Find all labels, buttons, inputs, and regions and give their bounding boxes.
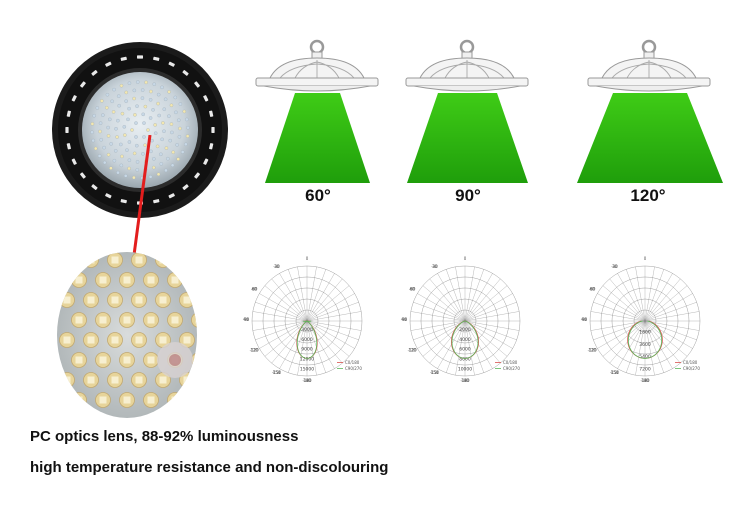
polar-angle-label: 180: [461, 378, 469, 383]
ufo-lamp-outline-icon: [404, 39, 530, 93]
polar-angle-label: -180: [460, 378, 470, 383]
polar-angle-label: 30: [612, 264, 618, 269]
polar-angle-label: 180: [641, 378, 649, 383]
polar-angle-label: 150: [273, 370, 281, 375]
polar-ring-label: 7200: [639, 367, 651, 373]
intensity-curve: [451, 320, 479, 359]
polar-angle-label: 120: [588, 348, 596, 353]
polar-ring-label: 5400: [639, 354, 651, 360]
polar-ring-label: 15000: [300, 367, 314, 373]
beam-cone: [407, 93, 528, 183]
polar-angle-label: 0: [306, 256, 309, 261]
pointer-line: [130, 135, 152, 271]
beam-diagram-60: [250, 38, 385, 188]
polar-ring-label: 3000: [301, 327, 313, 333]
polar-angle-label: 90: [243, 317, 249, 322]
intensity-curve: [296, 320, 318, 359]
led-lens-closeup-icon: [57, 252, 197, 418]
polar-ring-label: 2000: [459, 327, 471, 333]
polar-ring-label: 1800: [639, 329, 651, 335]
led-high-bay-lamp-icon: [52, 42, 228, 218]
polar-ring-label: 8000: [459, 357, 471, 363]
polar-angle-label: -30: [431, 264, 438, 269]
beam-angle-label: 120°: [630, 186, 666, 205]
polar-angle-label: 60: [410, 287, 416, 292]
ufo-lamp-outline-icon: [586, 39, 712, 93]
polar-ring-label: 4000: [459, 337, 471, 343]
polar-angle-label: 90: [401, 317, 407, 322]
polar-angle-label: 90: [581, 317, 587, 322]
beam-cone: [577, 93, 723, 183]
polar-angle-label: -150: [610, 370, 620, 375]
polar-angle-label: -30: [611, 264, 618, 269]
polar-angle-label: 60: [252, 287, 258, 292]
polar-angle-label: -120: [588, 348, 598, 353]
polar-angle-label: -60: [251, 287, 258, 292]
polar-angle-label: 150: [611, 370, 619, 375]
polar-legend-label: C0/180: [345, 360, 360, 365]
caption-line-2: high temperature resistance and non-disc…: [30, 459, 389, 476]
caption-line-1: PC optics lens, 88-92% luminousness: [30, 428, 299, 445]
beam-cone: [265, 93, 370, 183]
polar-angle-label: -60: [589, 287, 596, 292]
polar-legend-label: C90/270: [683, 366, 700, 371]
polar-ring-label: 3600: [639, 342, 651, 348]
polar-angle-label: -90: [243, 317, 250, 322]
polar-angle-label: -90: [401, 317, 408, 322]
polar-angle-label: 150: [431, 370, 439, 375]
polar-angle-label: -120: [408, 348, 418, 353]
polar-legend-label: C0/180: [503, 360, 518, 365]
polar-angle-label: -150: [430, 370, 440, 375]
polar-angle-label: 180: [303, 378, 311, 383]
polar-angle-label: -180: [302, 378, 312, 383]
beam-angle-label: 60°: [305, 186, 331, 205]
polar-ring-label: 6000: [459, 347, 471, 353]
polar-angle-label: 0: [464, 256, 467, 261]
polar-ring-label: 6000: [301, 337, 313, 343]
intensity-curve: [627, 320, 663, 359]
polar-angle-label: 120: [408, 348, 416, 353]
polar-legend-label: C90/270: [503, 366, 520, 371]
polar-angle-label: -30: [273, 264, 280, 269]
polar-angle-label: -90: [581, 317, 588, 322]
polar-ring-label: 12000: [300, 357, 314, 363]
polar-angle-label: -150: [272, 370, 282, 375]
polar-legend-label: C90/270: [345, 366, 362, 371]
beam-diagram-120: [575, 38, 725, 188]
beam-angle-label: 90°: [455, 186, 481, 205]
polar-legend-label: C0/180: [683, 360, 698, 365]
polar-ring-label: 10000: [458, 367, 472, 373]
polar-ring-label: 9000: [301, 347, 313, 353]
polar-angle-label: 120: [250, 348, 258, 353]
polar-angle-label: -60: [409, 287, 416, 292]
polar-angle-label: 30: [432, 264, 438, 269]
polar-angle-label: 30: [274, 264, 280, 269]
beam-diagram-90: [400, 38, 535, 188]
ufo-lamp-outline-icon: [254, 39, 380, 93]
polar-angle-label: 60: [590, 287, 596, 292]
polar-angle-label: 0: [644, 256, 647, 261]
polar-angle-label: -120: [250, 348, 260, 353]
polar-angle-label: -180: [640, 378, 650, 383]
